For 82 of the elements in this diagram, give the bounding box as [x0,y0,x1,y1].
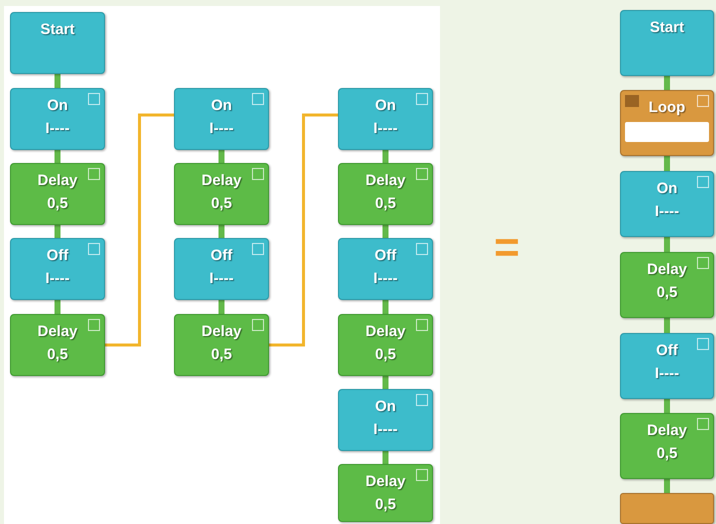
program-block [10,163,105,225]
block-title: Delay [365,172,406,189]
program-block [10,12,105,74]
block-title: Delay [365,323,406,340]
block-title: Delay [365,473,406,490]
block-value: 0,5 [375,346,396,363]
program-block [338,389,433,451]
connector-strip [664,237,670,252]
block-title: Start [650,19,684,36]
block-title: Loop [648,99,686,116]
block-title: On [211,97,232,114]
block-value: I---- [209,270,234,287]
block-title: Off [46,247,68,264]
connector-strip [382,300,388,314]
program-block [338,88,433,150]
block-value: I---- [373,120,398,137]
program-block [338,238,433,300]
connector-strip [664,399,670,413]
block-value: 0,5 [47,195,68,212]
connector-strip [664,76,670,90]
connector-strip [382,225,388,238]
block-value: I---- [45,120,70,137]
block-value: 0,5 [47,346,68,363]
block-value: 0,5 [375,496,396,513]
connector-strip [218,225,224,238]
program-block [338,314,433,376]
block-value: I---- [373,421,398,438]
program-block [174,163,269,225]
connector-strip [664,318,670,333]
block-value: I---- [654,203,680,220]
program-block [338,464,433,522]
connector-strip [382,376,388,389]
connector-strip [54,150,60,163]
equals-sign: = [494,228,520,268]
program-block [620,90,714,156]
program-block [620,252,714,318]
block-title: Delay [201,172,242,189]
connector-strip [218,150,224,163]
connector-strip [664,156,670,171]
connector-line [105,114,174,346]
program-block [338,163,433,225]
block-title: Delay [201,323,242,340]
block-value: 0,5 [375,195,396,212]
connector-strip [54,74,60,88]
program-block [10,88,105,150]
block-value: 0,5 [656,445,678,462]
program-block [620,171,714,237]
block-title: On [656,180,678,197]
connector-line [269,114,338,346]
connector-strip [664,479,670,493]
block-title: Off [210,247,232,264]
block-title: Delay [37,323,78,340]
block-value: I---- [209,120,234,137]
program-block [174,238,269,300]
program-block [174,314,269,376]
block-title: Delay [37,172,78,189]
program-block [620,333,714,399]
program-block [620,10,714,76]
connector-strip [382,451,388,464]
block-value: 0,5 [211,195,232,212]
connector-strip [54,225,60,238]
block-value: 0,5 [656,284,678,301]
program-block [620,493,714,524]
block-value: I---- [45,270,70,287]
block-title: Start [40,21,75,38]
connector-strip [218,300,224,314]
block-title: Off [656,342,678,359]
connector-strip [54,300,60,314]
program-block [10,314,105,376]
connector-strip [382,150,388,163]
block-title: Delay [646,422,688,439]
block-value: 0,5 [211,346,232,363]
block-title: Delay [646,261,688,278]
program-block [620,413,714,479]
program-block [10,238,105,300]
block-title: On [375,97,396,114]
program-block [174,88,269,150]
block-value: I---- [373,270,398,287]
block-title: On [375,398,396,415]
block-title: On [47,97,68,114]
block-value: I---- [654,365,680,382]
block-title: Off [374,247,396,264]
